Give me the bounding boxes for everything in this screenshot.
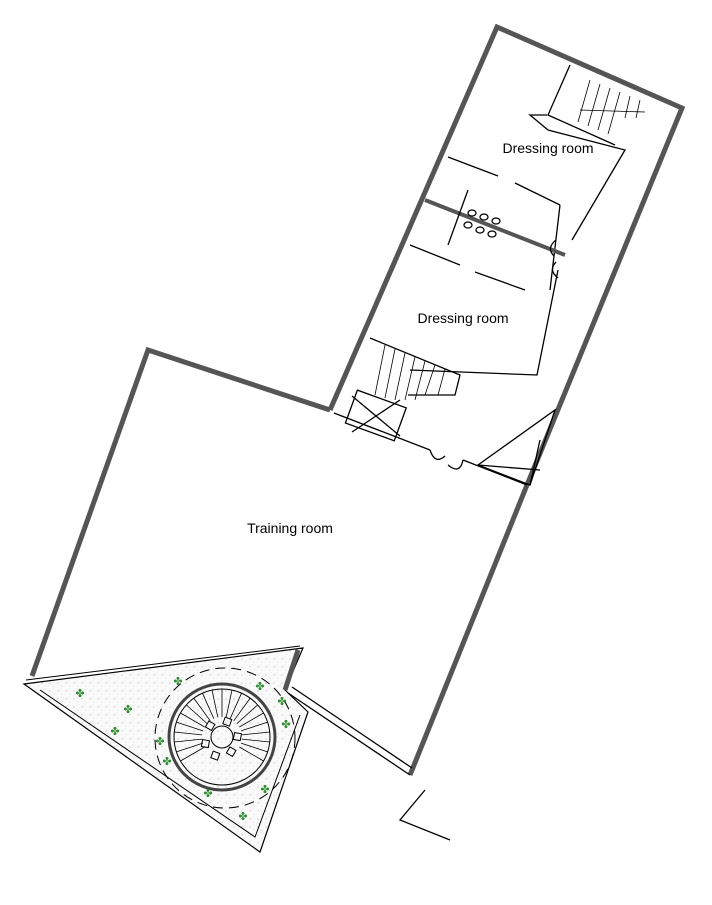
plant-icon: ✤ (173, 676, 182, 688)
stair-tread (211, 689, 219, 718)
stair-tread (174, 738, 203, 743)
plant-icon: ✤ (238, 811, 247, 823)
stair-tread (240, 721, 268, 732)
garden (22, 645, 309, 853)
plant-icon: ✤ (75, 688, 84, 700)
stair-tread (202, 692, 215, 719)
plants: ✤ ✤ ✤ ✤ ✤ ✤ ✤ ✤ ✤ ✤ ✤ ✤ (75, 676, 290, 823)
plant-icon: ✤ (277, 696, 286, 708)
stair-tread (174, 731, 203, 736)
plant-icon: ✤ (281, 719, 290, 731)
spiral-staircase (154, 667, 296, 809)
room-label-training-room: Training room (247, 520, 333, 536)
stair-tread (193, 697, 211, 722)
plant-icon: ✤ (155, 736, 164, 748)
stair-tread (241, 738, 270, 743)
stair-tread (229, 692, 242, 719)
stair-tread (233, 697, 251, 722)
stair-tread (239, 712, 264, 728)
interior-lines (287, 64, 646, 841)
plant-icon: ✤ (260, 784, 269, 796)
stair-tread (186, 704, 208, 724)
stair-tread (176, 742, 204, 753)
plant-icon: ✤ (162, 756, 171, 768)
plant-icon: ✤ (255, 681, 264, 693)
plant-icon: ✤ (123, 704, 132, 716)
plant-icon: ✤ (203, 788, 212, 800)
stair-tread (240, 742, 268, 753)
stair-tread (180, 712, 205, 728)
plant-icon: ✤ (110, 726, 119, 738)
room-label-dressing-room-upper: Dressing room (502, 140, 594, 156)
stair-tread (180, 746, 205, 762)
room-label-dressing-room-lower: Dressing room (417, 310, 509, 326)
stair-tread (241, 731, 270, 736)
stair-tread (239, 746, 264, 762)
stair-tread (176, 721, 204, 732)
exterior-walls (29, 23, 686, 776)
stair-tread (225, 689, 233, 718)
stair-tread (236, 704, 258, 724)
